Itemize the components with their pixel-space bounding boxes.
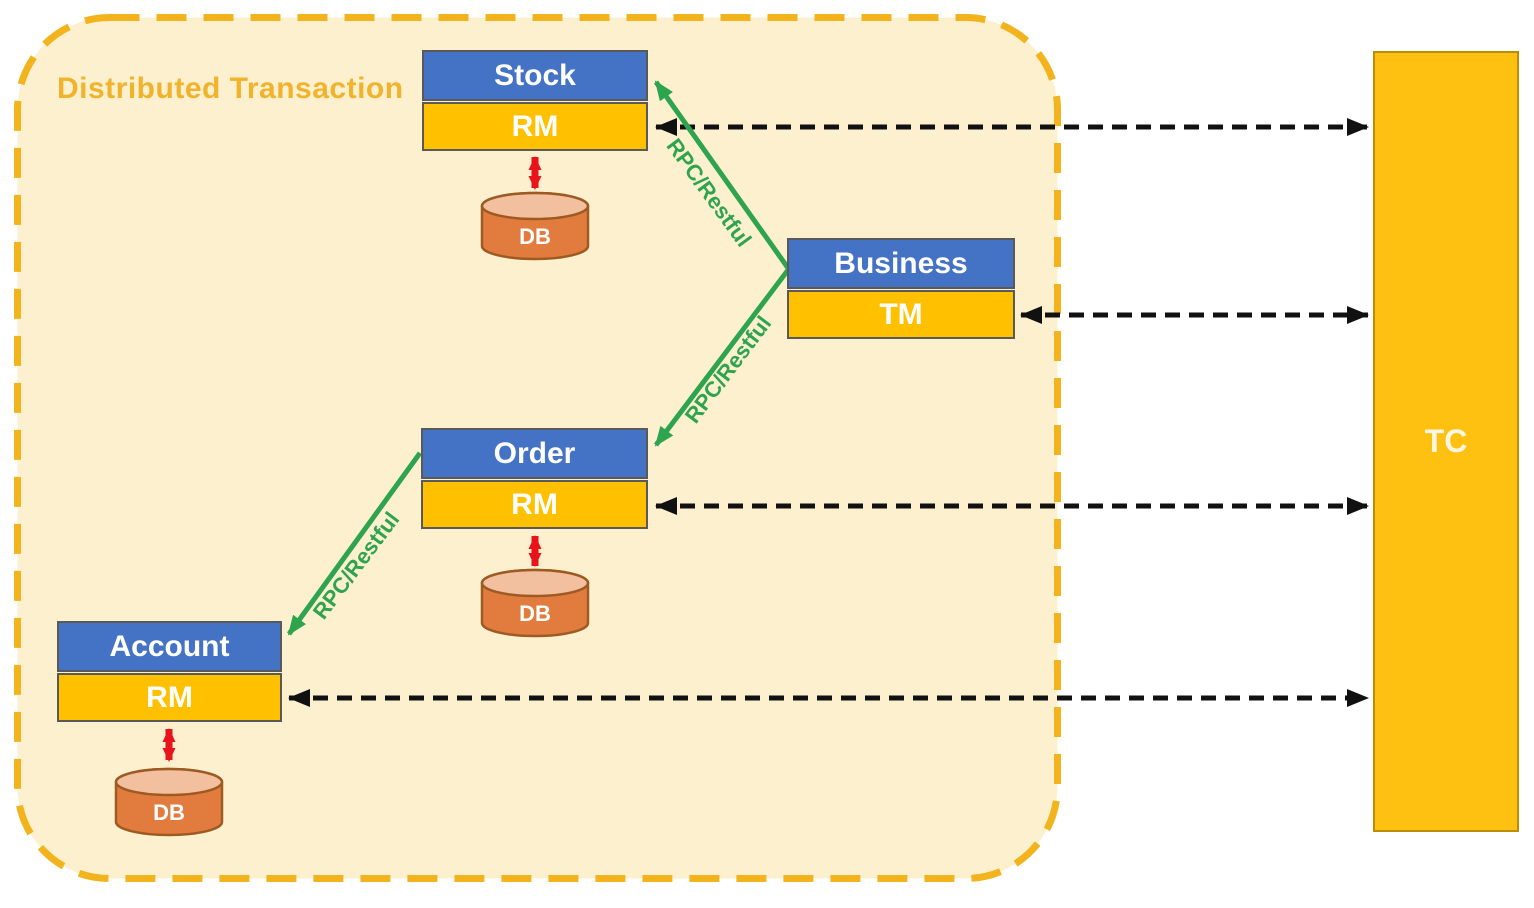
service-order-name: Order [421,428,648,479]
stock-db-label: DB [519,224,551,249]
service-account-rm: RM [57,673,282,722]
account-db-label: DB [153,800,185,825]
order-db-cylinder: DB [480,568,590,638]
service-business-tm: TM [787,290,1015,339]
service-stock-rm: RM [422,102,648,151]
tc-link-group [288,118,1369,707]
service-business-name: Business [787,238,1015,289]
transaction-coordinator-label: TC [1424,423,1468,459]
transaction-coordinator: TC [1373,51,1519,832]
order-to-account-arrow [286,451,423,636]
business-to-stock-arrow [653,80,791,270]
rpc-label-stock: RPC/Restful [662,134,757,252]
boundary-title: Distributed Transaction [57,72,404,105]
order-db-label: DB [519,601,551,626]
rpc-label-order: RPC/Restful [680,311,776,428]
service-order: Order RM [421,428,648,529]
service-stock-name: Stock [422,50,648,101]
rpc-label-account: RPC/Restful [308,507,404,624]
account-db-cylinder: DB [114,767,224,837]
service-order-rm: RM [421,480,648,529]
service-account: Account RM [57,621,282,722]
rpc-arrow-group [286,80,791,636]
service-account-name: Account [57,621,282,672]
stock-db-cylinder: DB [480,191,590,261]
business-to-order-arrow [654,268,790,447]
service-business: Business TM [787,238,1015,339]
service-stock: Stock RM [422,50,648,151]
